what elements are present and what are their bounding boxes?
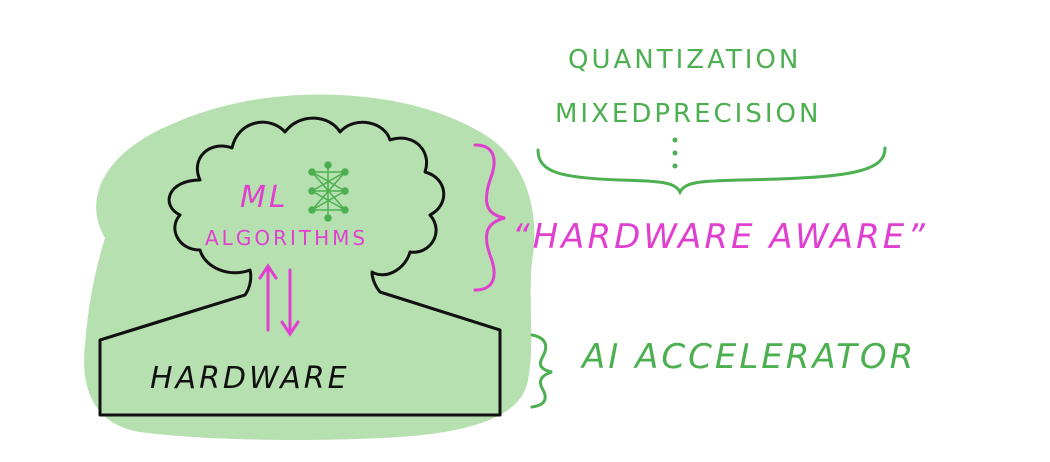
neural-network-icon <box>308 161 349 222</box>
ml-label: ML <box>240 180 289 215</box>
hardware-label: HARDWARE <box>150 361 350 396</box>
hardware-aware-brace <box>473 143 506 292</box>
quantization-label: QUANTIZATION <box>568 45 801 75</box>
ai-accelerator-label: AI ACCELERATOR <box>580 337 916 377</box>
algorithms-label: ALGORITHMS <box>205 226 368 250</box>
hardware-aware-label: “HARDWARE AWARE” <box>512 217 928 257</box>
mixed-precision-label: MIXEDPRECISION <box>555 99 821 129</box>
bidirectional-arrow-icon <box>258 263 300 337</box>
ai-accelerator-brace <box>530 333 553 409</box>
hardware-box-outline <box>99 290 501 342</box>
ml-cloud-outline <box>98 116 502 417</box>
techniques-brace <box>536 146 887 196</box>
ellipsis-icon <box>672 137 678 169</box>
